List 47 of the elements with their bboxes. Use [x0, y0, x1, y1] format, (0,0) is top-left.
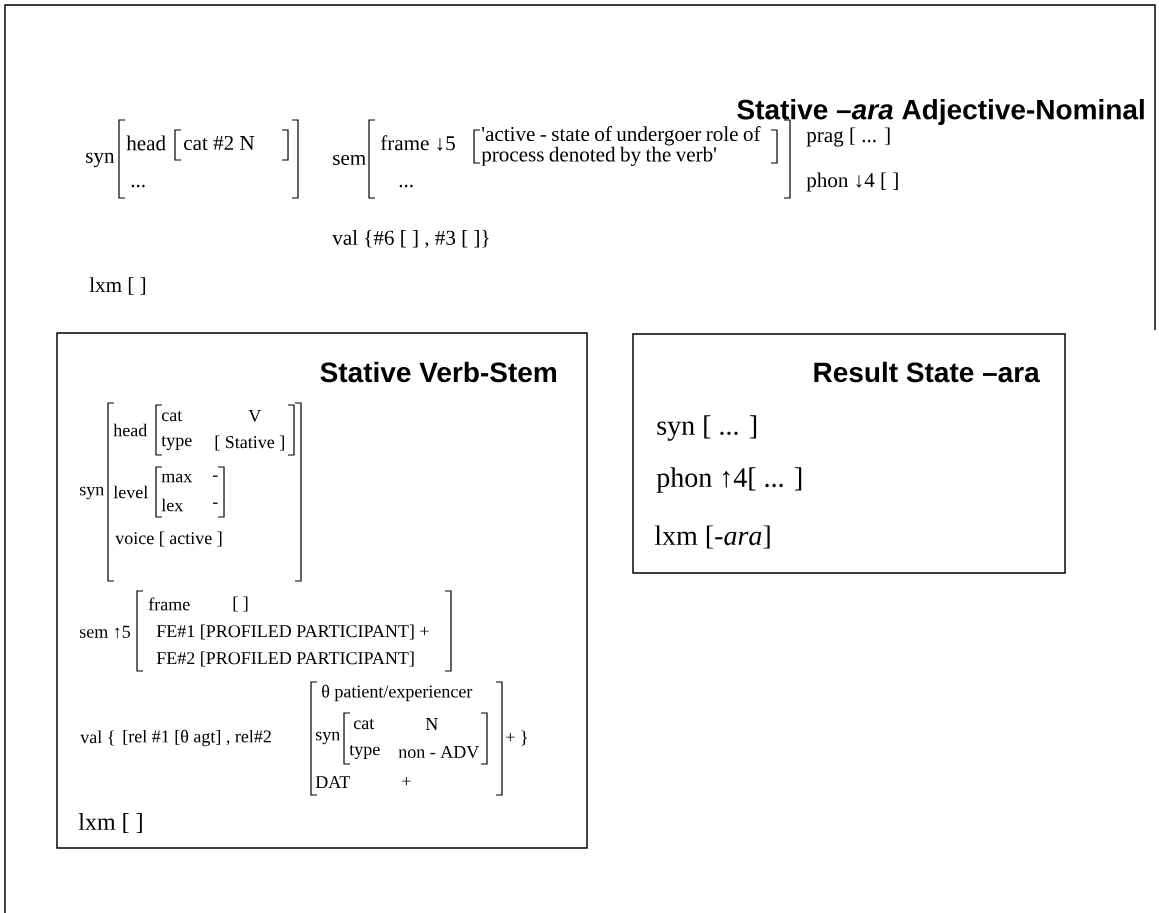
feature-label: prag [ ... ]	[806, 127, 890, 147]
feature-label: type	[349, 745, 380, 759]
feature-label: θ patient/experiencer	[322, 684, 473, 702]
feature-label: ...	[399, 184, 413, 188]
feature-label: + }	[506, 730, 527, 746]
feature-label: FE#2 [PROFILED PARTICIPANT]	[156, 651, 414, 667]
feature-label: cat	[161, 410, 183, 422]
feature-label: val {	[80, 730, 114, 746]
heading: Result State –ara	[814, 361, 1040, 383]
feature-label: phon ↓4 [ ]	[806, 172, 898, 192]
feature-label: N	[425, 718, 438, 730]
feature-label: lex	[161, 498, 184, 512]
feature-value: 'active - state of undergoer role of process denoted by the verb'	[481, 126, 761, 166]
feature-label: lxm [-ara]	[654, 525, 770, 549]
feature-label: DAT	[315, 776, 350, 788]
feature-label: sem ↑5	[80, 625, 131, 639]
feature-label: head	[126, 135, 166, 151]
feature-label: type	[161, 436, 192, 450]
feature-label: val {#6 [ ] , #3 [ ]}	[332, 230, 489, 248]
feature-label: frame	[148, 597, 190, 611]
feature-label: -	[212, 502, 218, 504]
feature-label: cat	[353, 718, 375, 730]
feature-label: lxm [ ]	[78, 813, 142, 833]
feature-label: sem	[333, 154, 366, 166]
heading: Stative Verb-Stem	[320, 361, 556, 383]
feature-label: FE#1 [PROFILED PARTICIPANT] +	[156, 624, 429, 640]
feature-label: +	[402, 776, 411, 786]
feature-label: lxm [ ]	[89, 277, 146, 295]
feature-label: frame ↓5	[380, 135, 455, 151]
feature-label: syn	[316, 731, 340, 745]
feature-label: syn	[80, 486, 104, 500]
feature-label: non - ADV	[398, 745, 480, 759]
feature-label: [ ]	[233, 596, 248, 612]
feature-label: -	[212, 475, 218, 477]
feature-label: ...	[131, 184, 145, 188]
feature-label: voice [ active ]	[115, 531, 222, 547]
feature-label: syn [ ... ]	[657, 415, 757, 441]
feature-label: V	[248, 409, 262, 423]
feature-label: [rel #1 [θ agt] , rel#2	[123, 729, 271, 747]
feature-label: syn	[86, 152, 115, 168]
feature-label: level	[113, 485, 148, 499]
feature-label: [ Stative ]	[215, 435, 284, 451]
feature-label: phon ↑4[ ... ]	[656, 467, 802, 493]
feature-label: max	[161, 473, 193, 483]
heading: Stative –ara Adjective-Nominal	[737, 98, 1144, 126]
feature-label: head	[113, 423, 148, 437]
feature-label: cat #2 N	[184, 135, 255, 151]
